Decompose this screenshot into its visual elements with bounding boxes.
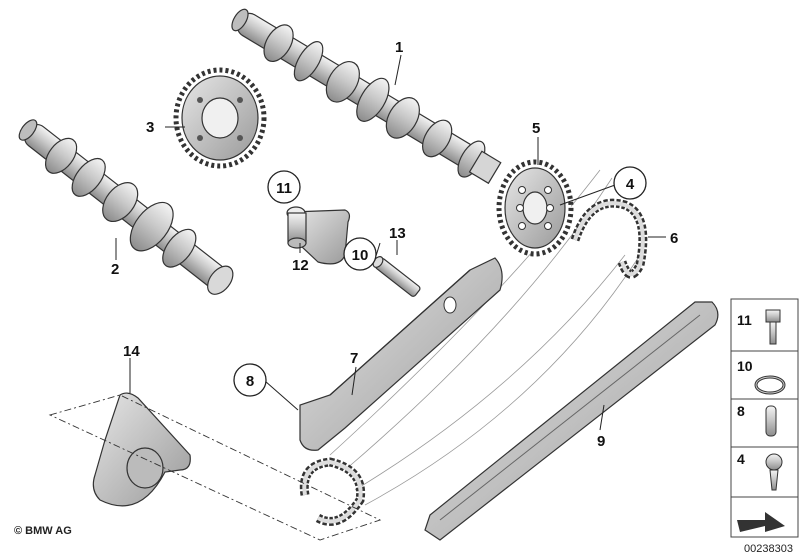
callout-7: 7	[350, 350, 358, 367]
timing-chain	[299, 198, 648, 526]
legend-panel: 11 10 8 4	[730, 298, 799, 538]
callout-circle-4: 4	[613, 166, 647, 200]
arrow-icon	[737, 512, 785, 532]
guide-rail	[424, 301, 719, 541]
sprocket-right	[496, 159, 574, 257]
callout-3: 3	[146, 119, 154, 136]
bracket-bushing	[286, 206, 351, 265]
callout-6: 6	[670, 230, 678, 247]
leader-lines	[115, 54, 666, 431]
guide-pin	[372, 256, 421, 297]
legend-label-11: 11	[737, 312, 752, 328]
callout-8: 8	[246, 373, 254, 390]
callout-circle-8: 8	[233, 363, 267, 397]
callout-4: 4	[626, 176, 635, 193]
callout-14: 14	[123, 343, 140, 360]
sprocket-left	[173, 67, 267, 169]
o-ring-icon	[754, 375, 786, 395]
callout-circle-11: 11	[267, 170, 301, 204]
legend-label-4: 4	[737, 451, 745, 467]
cover-plate	[48, 392, 382, 541]
callout-10: 10	[352, 247, 369, 264]
tensioner-rail	[299, 257, 503, 451]
callout-2: 2	[111, 261, 119, 278]
document-number: 00238303	[744, 543, 793, 555]
copyright-text: © BMW AG	[14, 525, 72, 537]
camshaft-upper	[231, 8, 502, 185]
callout-9: 9	[597, 433, 605, 450]
callout-12: 12	[292, 257, 309, 274]
legend-label-10: 10	[737, 358, 753, 374]
legend-label-8: 8	[737, 403, 745, 419]
bolt-icon	[765, 309, 781, 345]
callout-circle-10: 10	[343, 237, 377, 271]
screw-icon	[765, 453, 783, 491]
callout-5: 5	[532, 120, 540, 137]
callout-1: 1	[395, 39, 403, 56]
callout-11: 11	[276, 180, 292, 197]
callout-13: 13	[389, 225, 406, 242]
pin-icon	[765, 405, 777, 437]
chain-run-lines	[329, 169, 641, 506]
camshaft-lower	[18, 119, 234, 295]
